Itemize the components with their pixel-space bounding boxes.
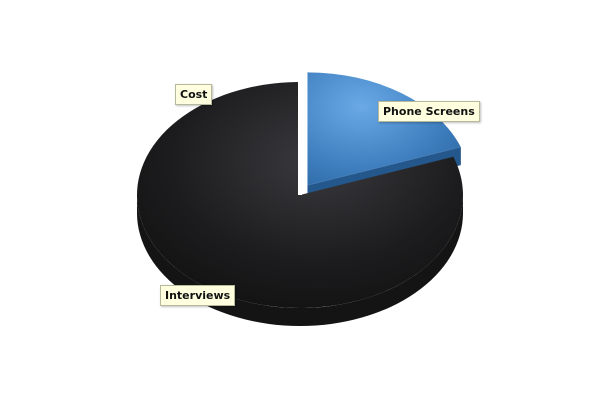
slice-top [136,82,463,309]
slice-top [307,72,461,186]
slice-label-phone-screens: Phone Screens [378,101,480,122]
slice-gap [298,80,302,195]
slice-label-cost: Cost [175,84,213,105]
slice-label-interviews: Interviews [160,285,236,306]
